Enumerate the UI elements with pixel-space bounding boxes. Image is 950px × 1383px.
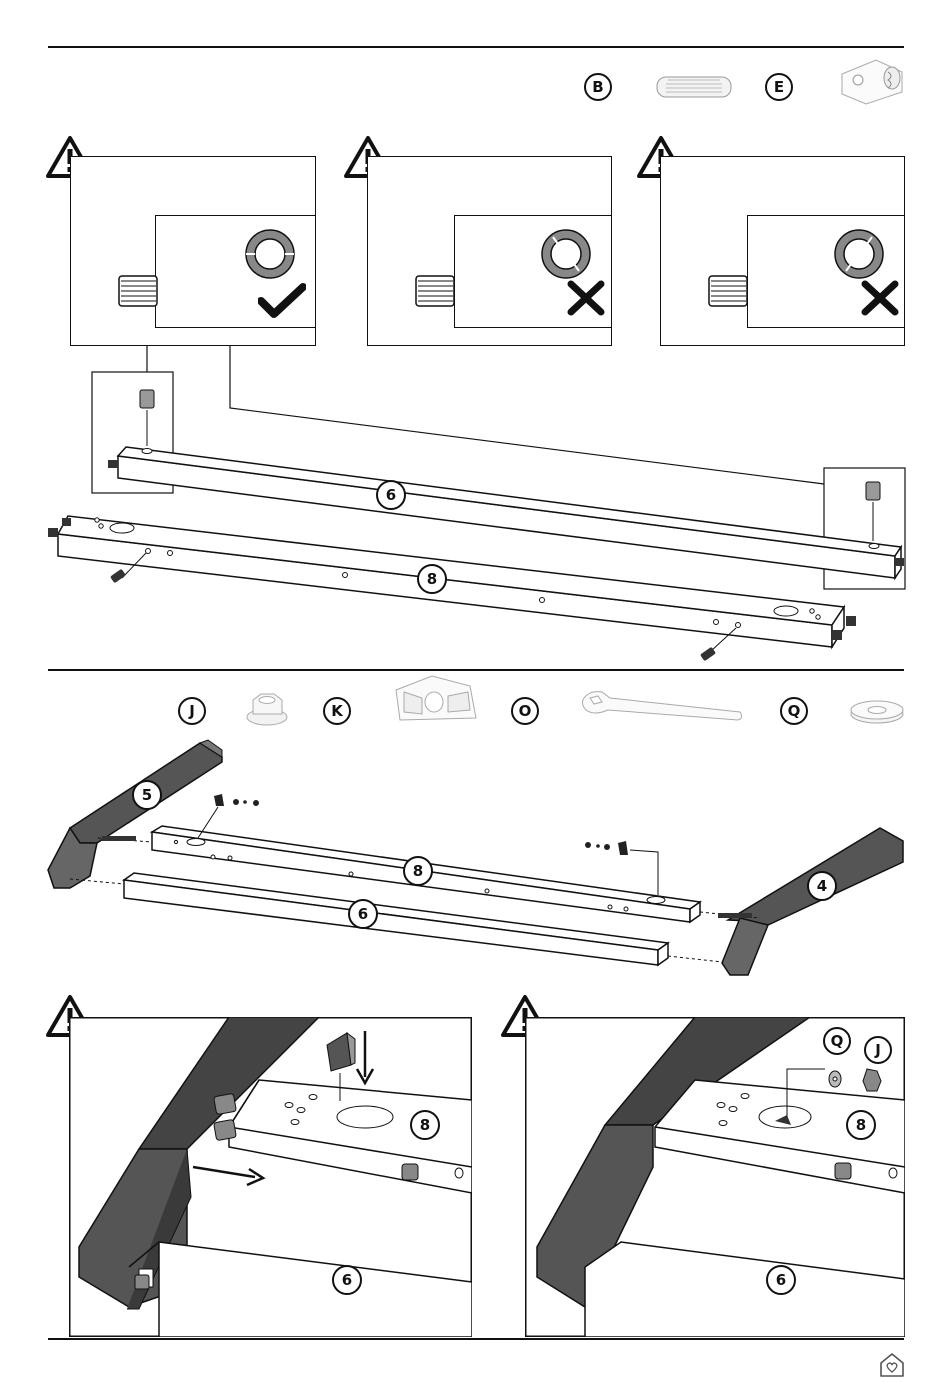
part-label-j: J xyxy=(178,697,206,725)
washer-icon xyxy=(848,698,906,726)
part-label-beam-6: 6 xyxy=(766,1265,796,1295)
cross-nut-wrong-icon xyxy=(833,228,885,280)
part-label-b: B xyxy=(584,73,612,101)
part-label-beam-6: 6 xyxy=(332,1265,362,1295)
part-label-q: Q xyxy=(823,1027,851,1055)
nut-fastening-detail xyxy=(525,1017,905,1337)
cross-nut-wrong-icon xyxy=(540,228,592,280)
section-divider xyxy=(48,669,904,671)
part-label-beam-8: 8 xyxy=(846,1110,876,1140)
bottom-rule xyxy=(48,1338,904,1340)
part-label-e: E xyxy=(765,73,793,101)
part-label-j: J xyxy=(864,1036,892,1064)
part-label-beam-8: 8 xyxy=(417,564,447,594)
leg-insertion-detail xyxy=(69,1017,472,1337)
part-label-beam-6: 6 xyxy=(348,899,378,929)
part-label-beam-6: 6 xyxy=(376,480,406,510)
part-label-o: O xyxy=(511,697,539,725)
dowel-icon xyxy=(415,274,455,308)
wrench-icon xyxy=(580,688,744,724)
check-icon xyxy=(258,283,306,319)
frame-assembly-drawing xyxy=(0,735,950,985)
top-rule xyxy=(48,46,904,48)
part-label-k: K xyxy=(323,697,351,725)
dowel-icon xyxy=(654,72,734,102)
cross-nut-correct-icon xyxy=(244,228,296,280)
dowel-icon xyxy=(708,274,748,308)
cross-icon xyxy=(566,280,606,316)
cross-dowel-nut-icon xyxy=(836,52,910,108)
part-label-leg-5: 5 xyxy=(132,780,162,810)
wedge-bracket-icon xyxy=(392,672,478,724)
part-label-leg-4: 4 xyxy=(807,871,837,901)
part-label-beam-8: 8 xyxy=(403,856,433,886)
beam-assembly-drawing xyxy=(0,340,950,670)
part-label-q: Q xyxy=(780,697,808,725)
part-label-beam-8: 8 xyxy=(410,1110,440,1140)
dowel-icon xyxy=(118,274,158,308)
home-heart-icon xyxy=(878,1351,906,1379)
flange-nut-icon xyxy=(244,690,290,728)
cross-icon xyxy=(860,280,900,316)
